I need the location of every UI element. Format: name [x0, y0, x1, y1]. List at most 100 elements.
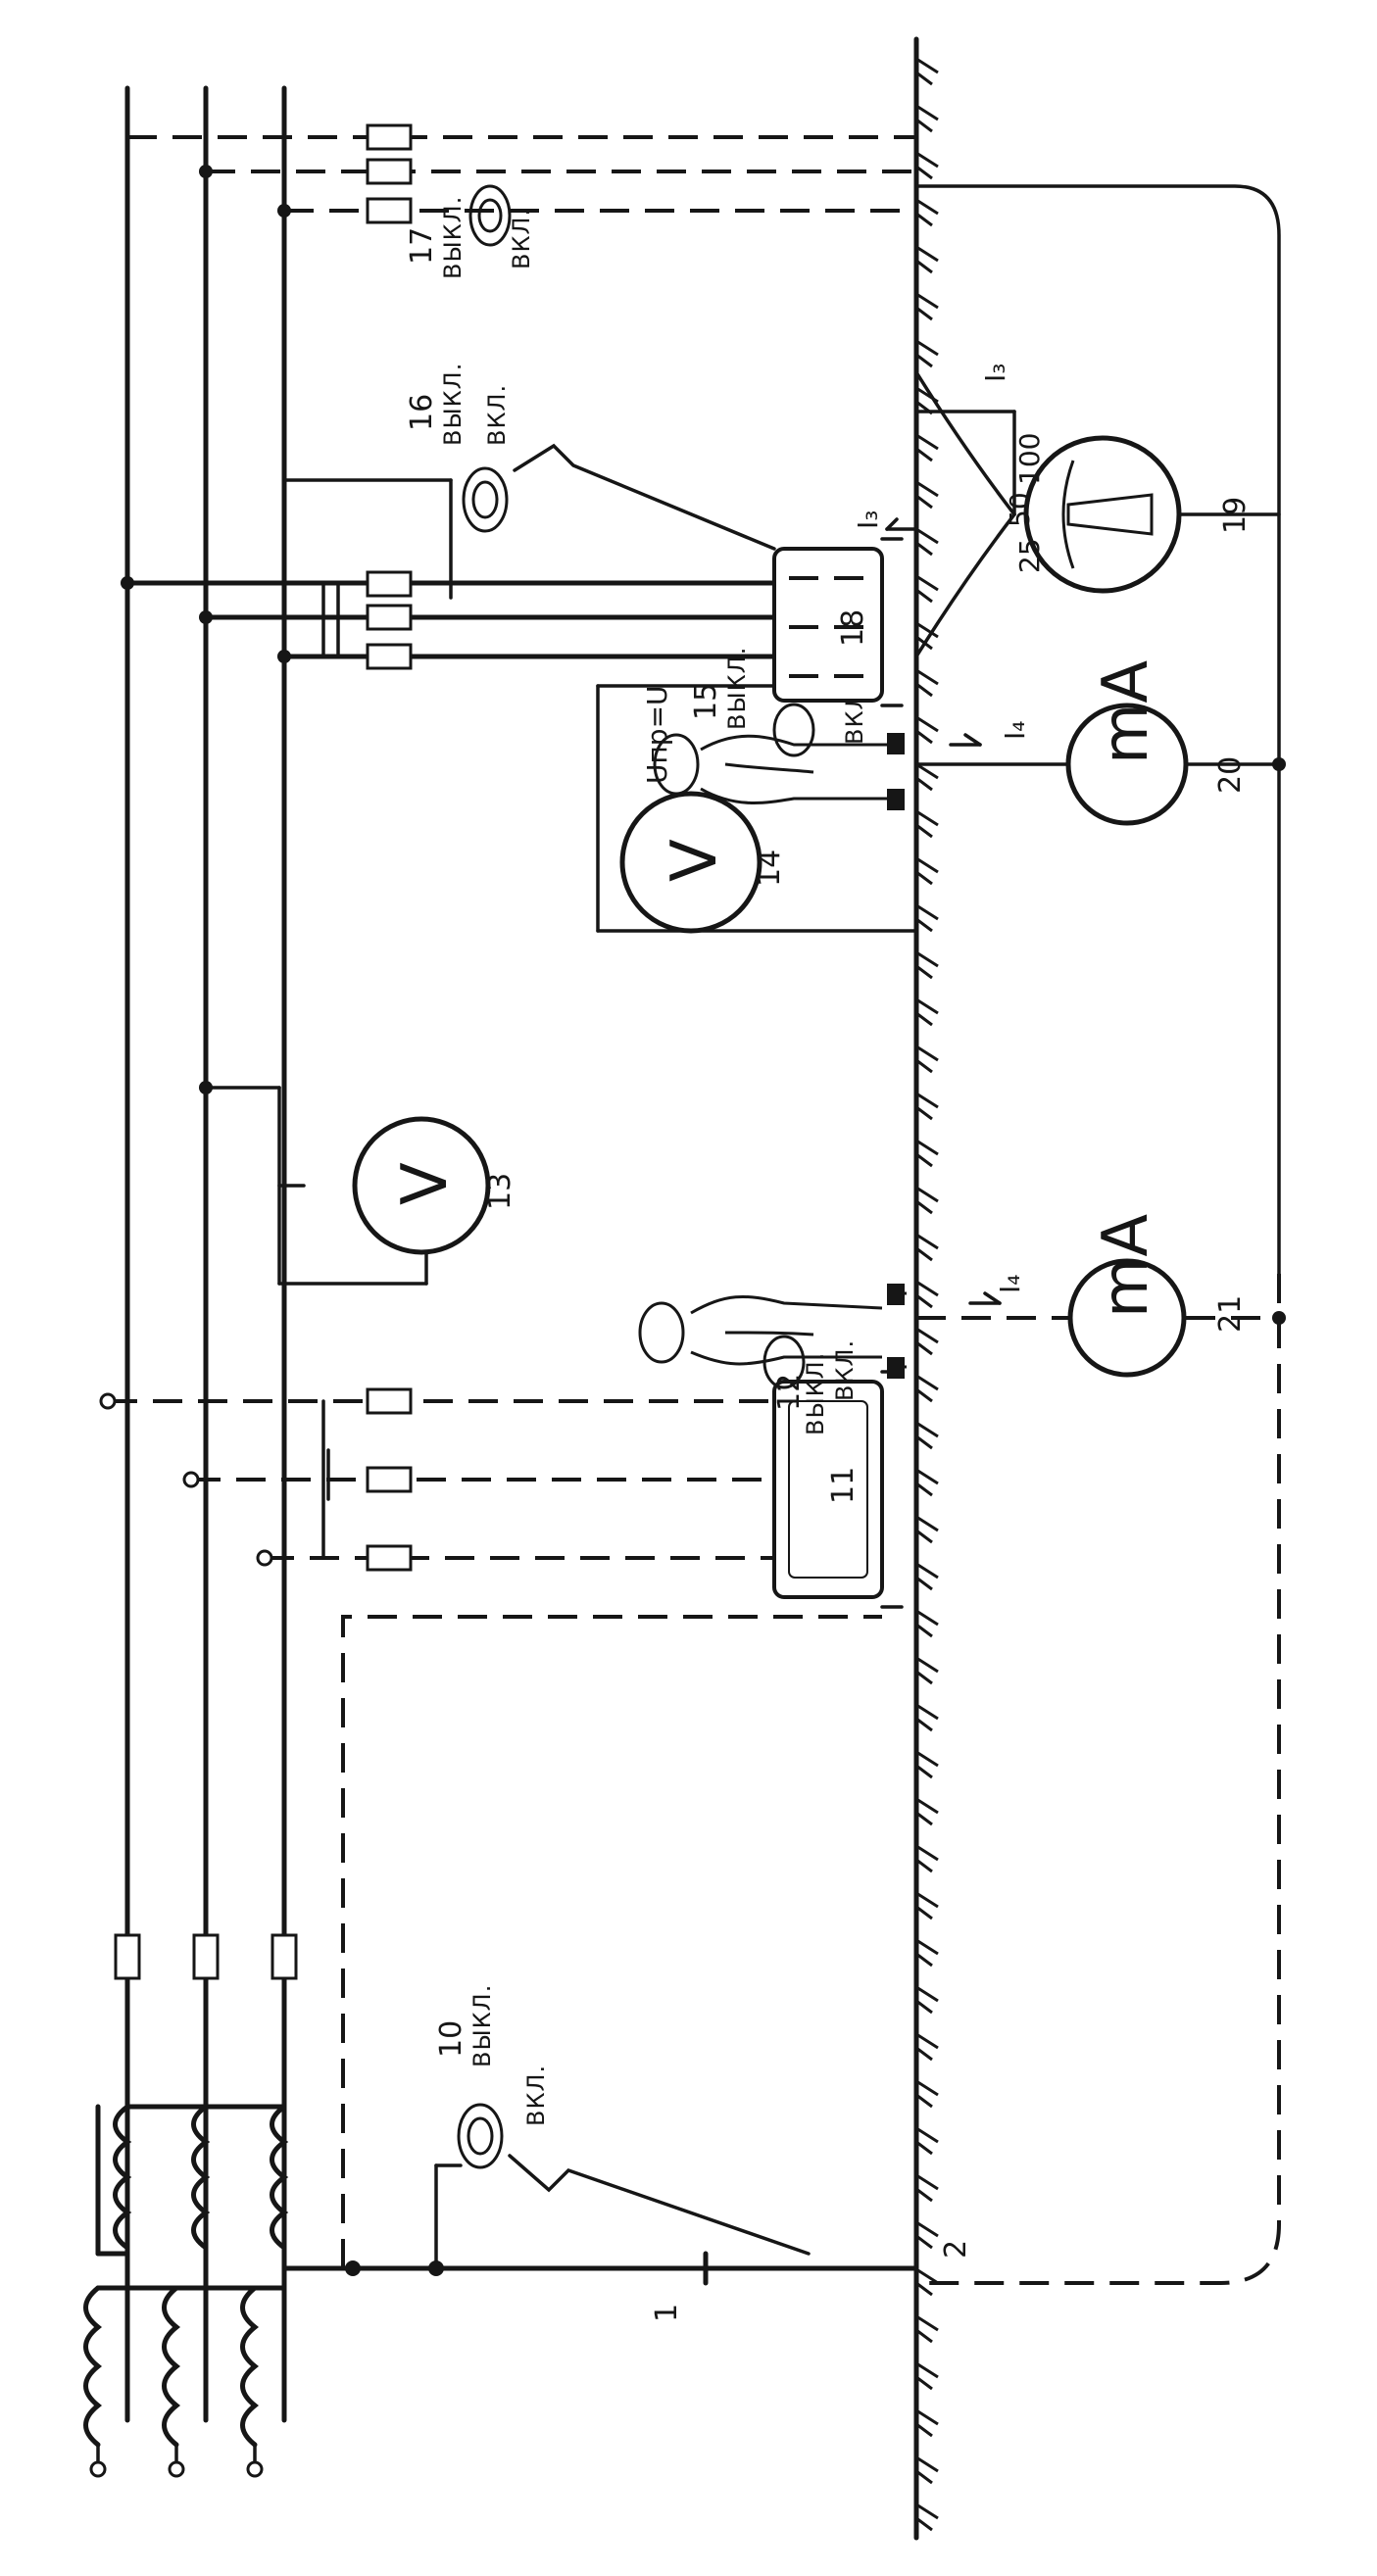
milliammeter-20-label: mA	[1090, 660, 1162, 764]
switch-10-off: ВЫКЛ.	[468, 1984, 496, 2067]
label-13: 13	[483, 1173, 517, 1210]
ground-hatch-mark	[915, 433, 939, 462]
ground-hatch-mark	[915, 1891, 939, 1920]
label-12: 12	[772, 1374, 807, 1411]
ground-hatch-mark	[915, 1092, 939, 1121]
ground-hatch-mark	[915, 1844, 939, 1873]
person-12: 12 ВЫКЛ. ВКЛ.	[638, 1284, 907, 1435]
ground-hatch-mark	[915, 1468, 939, 1497]
ground-hatch-mark	[915, 2503, 939, 2532]
person-15: 15 ВЫКЛ. ВКЛ.	[653, 647, 905, 810]
ground-hatch-mark	[915, 104, 939, 133]
ground-hatch-mark	[915, 2079, 939, 2109]
switch-17: 17 ВЫКЛ. ВКЛ.	[127, 123, 916, 279]
ground-hatch-mark	[915, 151, 939, 180]
ground-hatch-mark	[915, 1656, 939, 1685]
ground-hatch-mark	[915, 2267, 939, 2297]
ground-hatch-mark	[915, 1703, 939, 1732]
voltmeter-14: V 14 Uпр=U	[596, 684, 918, 934]
rheostat-19-dial	[1023, 435, 1182, 594]
label-21: 21	[1213, 1295, 1248, 1333]
switch-16-on: ВКЛ.	[483, 384, 511, 446]
neutral-ground-connection: 1 2	[281, 2240, 973, 2322]
ground-hatch-mark	[915, 997, 939, 1027]
current-i4-left: I₄	[994, 1275, 1026, 1293]
switch-17-on: ВКЛ.	[508, 208, 535, 269]
ground-hatch-mark	[915, 1985, 939, 2015]
ground-hatch-mark	[915, 2455, 939, 2485]
current-i4-right: I₄	[999, 721, 1031, 740]
ground-hatch-mark	[915, 1515, 939, 1544]
label-1: 1	[650, 2304, 684, 2322]
milliammeter-20: mA I₄ 20	[914, 660, 1286, 826]
rheostat-19: 25 50 100 19 I₃ I₃	[852, 364, 1253, 658]
ground-hatch-mark	[915, 1374, 939, 1403]
dial-25: 25	[1013, 538, 1046, 573]
ground-hatch-mark	[915, 527, 939, 557]
switch-15-off: ВЫКЛ.	[723, 647, 751, 730]
label-2: 2	[939, 2240, 973, 2259]
voltmeter-13-label: V	[389, 1162, 462, 1205]
bus-fuses	[114, 1933, 298, 1980]
dial-100: 100	[1013, 433, 1046, 485]
switch-16: 16 ВЫКЛ. ВКЛ.	[282, 363, 776, 600]
switch-17-off: ВЫКЛ.	[439, 196, 467, 279]
ground-hatch-mark	[915, 1750, 939, 1779]
ground-hatch-mark	[915, 2361, 939, 2391]
label-16: 16	[405, 394, 439, 431]
switch-16-off: ВЫКЛ.	[439, 363, 467, 446]
ground-hatch-mark	[915, 1327, 939, 1356]
ground-hatch-mark	[915, 668, 939, 698]
voltmeter-13: V 13	[199, 1081, 517, 1286]
ground-hatch-mark	[915, 762, 939, 792]
ground-hatch-mark	[915, 950, 939, 980]
ground-hatch-mark	[915, 2032, 939, 2062]
touch-voltage-label: Uпр=U	[641, 685, 673, 784]
label-15: 15	[689, 683, 723, 720]
label-10: 10	[434, 2020, 468, 2058]
equipment-18: 18	[121, 537, 904, 707]
label-20: 20	[1213, 756, 1248, 794]
phase-buses	[124, 85, 287, 2423]
current-i3-depth: I₃	[979, 364, 1011, 382]
switch-10-on: ВКЛ.	[522, 2065, 550, 2126]
milliammeter-21-label: mA	[1090, 1214, 1162, 1318]
ground-hatch-mark	[915, 1045, 939, 1074]
ground-hatch-mark	[915, 809, 939, 839]
ground-hatch-mark	[915, 856, 939, 886]
ground-hatch-mark	[915, 903, 939, 933]
switch-12-on: ВКЛ.	[831, 1339, 859, 1401]
ground-hatch-mark	[915, 1139, 939, 1168]
voltmeter-14-dial	[619, 791, 762, 934]
ground-hatch-mark	[915, 198, 939, 227]
ground-hatching	[915, 57, 939, 2532]
ground-hatch-mark	[915, 1186, 939, 1215]
ground-hatch-mark	[915, 1280, 939, 1309]
ground-hatch-mark	[915, 2126, 939, 2156]
ground-hatch-mark	[915, 574, 939, 604]
current-i3: I₃	[852, 510, 884, 529]
ground-hatch-mark	[915, 1797, 939, 1826]
ground-hatch-mark	[915, 57, 939, 86]
milliammeter-21: mA I₄ 21	[916, 1214, 1286, 1378]
switch-12-off: ВЫКЛ.	[802, 1352, 829, 1435]
ground-return-loop	[914, 184, 1281, 2285]
ground-hatch-mark	[915, 2408, 939, 2438]
label-19: 19	[1218, 497, 1253, 534]
voltmeter-13-dial	[352, 1116, 491, 1255]
ground-hatch-mark	[915, 1233, 939, 1262]
ground-hatch-mark	[915, 1562, 939, 1591]
ground-hatch-mark	[915, 480, 939, 510]
ground-hatch-mark	[915, 1609, 939, 1638]
switch-10: 10 ВЫКЛ. ВКЛ.	[434, 1984, 811, 2270]
label-11: 11	[826, 1467, 861, 1504]
label-14: 14	[753, 850, 787, 887]
ground-hatch-mark	[915, 245, 939, 274]
ground-hatch-mark	[915, 1421, 939, 1450]
label-17: 17	[405, 227, 439, 265]
ground-hatch-mark	[915, 339, 939, 368]
transformer	[83, 2079, 289, 2478]
ground-hatch-mark	[915, 2220, 939, 2250]
ground-hatch-mark	[915, 2314, 939, 2344]
